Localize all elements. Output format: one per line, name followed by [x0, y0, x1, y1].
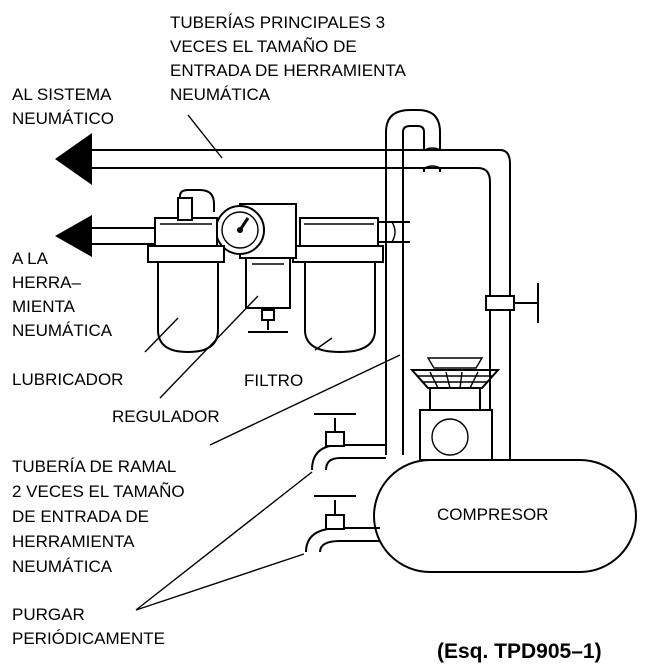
- drain-valve-upper: [311, 413, 386, 471]
- drain-valve-lower: [305, 495, 380, 553]
- compressor-label: COMPRESOR: [437, 505, 548, 524]
- leader-lines: [135, 114, 401, 611]
- to-tool-label: A LA HERRA– MIENTA NEUMÁTICA: [12, 249, 113, 340]
- system-outlet-arrow-icon: [55, 133, 92, 185]
- branch-pipe-label: TUBERÍA DE RAMAL 2 VECES EL TAMAÑO DE EN…: [12, 457, 189, 576]
- right-shutoff-valve-icon: [485, 283, 539, 323]
- compressor-tank: [373, 459, 637, 573]
- main-pipes-label: TUBERÍAS PRINCIPALES 3 VECES EL TAMAÑO D…: [170, 13, 410, 104]
- figure-reference: (Esq. TPD905–1): [437, 640, 602, 663]
- main-air-pipe: [89, 149, 500, 169]
- filter-unit: [292, 217, 384, 354]
- riser-pipe: [385, 109, 511, 460]
- to-system-label: AL SISTEMA NEUMÁTICO: [12, 85, 115, 128]
- regulator-label: REGULADOR: [112, 407, 220, 426]
- compressor-motor: [409, 357, 501, 461]
- tool-outlet-pipe: [89, 227, 155, 245]
- lubricator-label: LUBRICADOR: [12, 370, 123, 389]
- filter-label: FILTRO: [244, 371, 303, 390]
- drain-label: PURGAR PERIÓDICAMENTE: [12, 605, 165, 648]
- tool-outlet-arrow-icon: [55, 215, 92, 257]
- lubricator-unit: [147, 189, 225, 354]
- frl-inlet-fitting: [378, 221, 410, 243]
